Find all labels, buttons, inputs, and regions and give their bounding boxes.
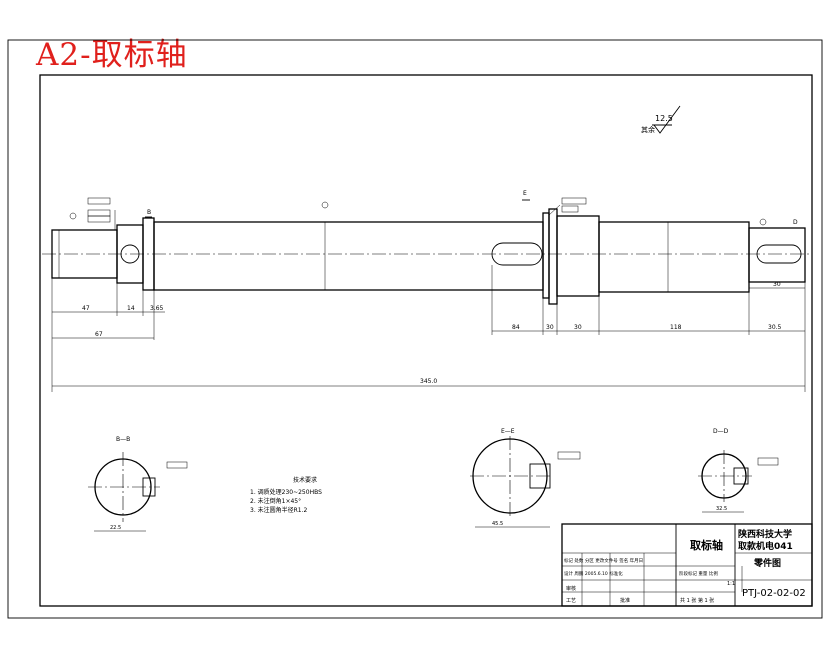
section-e: E—E 45.5 (470, 428, 581, 528)
section-d-dim: 32.5 (716, 506, 727, 512)
keyway-left (491, 242, 543, 266)
drawing-number: PTJ-02-02-02 (742, 588, 806, 599)
section-cut-marks: B E D (145, 190, 798, 229)
note-1: 1. 调质处理230~250HBS (250, 488, 322, 496)
dimension-lines (51, 265, 806, 392)
center-hole (120, 244, 140, 264)
dim-30b: 30 (574, 324, 582, 331)
title-block: 取标轴 陕西科技大学 取款机电041 零件图 PTJ-02-02-02 1:1 … (561, 523, 813, 607)
svg-text:D: D (793, 219, 798, 226)
notes-heading: 技术要求 (293, 476, 317, 484)
section-b: B—B 22.5 (88, 436, 188, 532)
note-3: 3. 未注圆角半径R1.2 (250, 506, 308, 514)
dim-total: 345.0 (420, 378, 437, 385)
title-approve: 批准 (620, 597, 630, 604)
technical-notes: 技术要求 1. 调质处理230~250HBS 2. 未注倒角1×45° 3. 未… (250, 476, 322, 514)
dim-3-65: 3.65 (150, 305, 164, 312)
svg-text:E: E (523, 190, 527, 197)
dim-67: 67 (95, 331, 103, 338)
dim-118: 118 (670, 324, 682, 331)
note-2: 2. 未注倒角1×45° (250, 497, 301, 505)
dim-14: 14 (127, 305, 135, 312)
roughness-value: 12.5 (655, 114, 673, 123)
roughness-label: 其余 (641, 125, 655, 134)
svg-text:B: B (147, 209, 151, 216)
dim-30a: 30 (546, 324, 554, 331)
stamp-title: A2-取标轴 (36, 37, 188, 73)
title-row-revision: 标记 处数 分区 更改文件号 签名 年月日 (564, 557, 643, 564)
keyway-right (756, 244, 802, 264)
title-process: 工艺 (566, 598, 576, 604)
section-d-label: D—D (713, 428, 729, 435)
section-e-dim: 45.5 (492, 521, 503, 527)
part-name: 取标轴 (690, 538, 723, 552)
dim-84: 84 (512, 324, 520, 331)
tolerance-frames (69, 197, 767, 230)
section-b-dim: 22.5 (110, 525, 121, 531)
title-sheets: 共 1 张 第 1 张 (680, 597, 714, 604)
shaft-outline (51, 208, 806, 305)
roughness-symbol: 其余 12.5 (641, 105, 681, 134)
title-review: 审核 (566, 585, 576, 592)
section-d: D—D 32.5 (698, 428, 779, 513)
scale: 1:1 (727, 581, 735, 587)
dim-30-5: 30.5 (768, 324, 782, 331)
outer-frame (7, 39, 823, 619)
school-line-1: 陕西科技大学 (738, 528, 792, 540)
section-b-label: B—B (116, 436, 130, 443)
dim-47: 47 (82, 305, 90, 312)
title-row-design: 设计 周鹏 2005.6.10 标准化 (564, 570, 623, 577)
school-line-2: 取款机电041 (738, 540, 793, 552)
inner-frame (39, 74, 813, 607)
title-row-stage: 阶段标记 重量 比例 (679, 570, 718, 577)
section-e-label: E—E (501, 428, 515, 435)
drawing-type: 零件图 (753, 557, 781, 569)
dim-30-right: 30 (773, 281, 781, 288)
dimension-texts: 47 14 3.65 67 84 30 30 118 30.5 30 345.0 (82, 281, 782, 385)
